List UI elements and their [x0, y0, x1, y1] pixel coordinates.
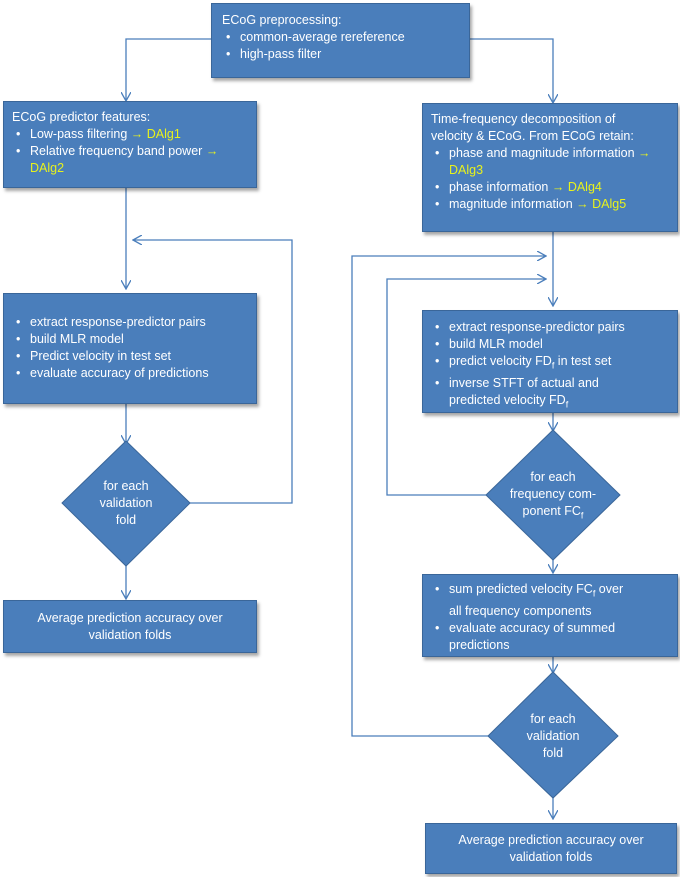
subscript: f [551, 360, 555, 371]
item-text: all frequency components [449, 603, 592, 618]
diamond-text: for each [530, 712, 576, 726]
item-text: predict velocity FD [449, 354, 552, 368]
list-item: Relative frequency band power → DAlg2 [12, 143, 248, 177]
list-item: high-pass filter [222, 46, 459, 63]
item-text: predicted velocity FD [449, 392, 566, 407]
item-text: phase and magnitude information [449, 146, 639, 160]
box-title: Time-frequency decomposition of [431, 112, 616, 126]
algorithm-tag: → DAlg5 [576, 197, 627, 211]
list-item: Low-pass filtering → DAlg1 [12, 126, 248, 143]
list-item: phase and magnitude information → DAlg3 [431, 145, 671, 179]
box-title: ECoG preprocessing: [222, 13, 342, 27]
item-text: inverse STFT of actual and [449, 375, 599, 390]
right-fold-diamond-label: for each validation fold [503, 711, 603, 762]
diamond-text: frequency com- [509, 487, 597, 501]
arrow-top-to-right [470, 38, 553, 102]
left-average-accuracy-box: Average prediction accuracy over validat… [3, 600, 257, 653]
right-mlr-process-box: extract response-predictor pairs build M… [422, 310, 678, 413]
subscript: f [592, 588, 596, 599]
box-text: Average prediction accuracy over [458, 833, 644, 847]
list-item: build MLR model [12, 331, 248, 348]
algorithm-tag: → DAlg2 [30, 144, 219, 175]
list-item: evaluate accuracy of summed predictions [431, 620, 671, 654]
left-loop-diamond-label: for each validation fold [76, 478, 176, 529]
box-title: ECoG predictor features: [12, 110, 151, 124]
list-item: magnitude information → DAlg5 [431, 196, 671, 213]
diamond-text: fold [115, 513, 137, 527]
item-text: in test set [554, 354, 612, 368]
item-text: sum predicted velocity FC [449, 582, 593, 596]
item-text: evaluate accuracy of summed [449, 620, 616, 635]
item-text: Low-pass filtering [30, 127, 131, 141]
algorithm-tag: → DAlg1 [130, 127, 181, 141]
item-text: over [595, 582, 624, 596]
list-item: Predict velocity in test set [12, 348, 248, 365]
arrow-right-fold-loop-back [351, 256, 545, 737]
arrow-top-to-left [126, 38, 211, 100]
list-item: inverse STFT of actual and predicted velo… [431, 375, 671, 414]
list-item: extract response-predictor pairs [12, 314, 248, 331]
time-frequency-decomposition-box: Time-frequency decomposition of velocity… [422, 103, 678, 232]
right-freq-diamond-label: for each frequency com- ponent FCf [493, 469, 613, 525]
list-item: predict velocity FDf in test set [431, 353, 671, 375]
list-item: common-average rereference [222, 29, 459, 46]
list-item: extract response-predictor pairs [431, 319, 671, 336]
list-item: build MLR model [431, 336, 671, 353]
diamond-text: fold [542, 746, 564, 760]
diamond-text: validation [99, 496, 153, 510]
list-item: evaluate accuracy of predictions [12, 365, 248, 382]
diamond-text: validation [526, 729, 580, 743]
arrow-right-freq-loop-back [386, 279, 545, 496]
box-text: validation folds [509, 850, 593, 864]
right-fold-diamond [487, 671, 619, 799]
left-loop-diamond [61, 440, 191, 567]
box-text: Average prediction accuracy over [37, 611, 223, 625]
right-average-accuracy-box: Average prediction accuracy over validat… [425, 823, 677, 874]
diamond-text: ponent FCf [493, 503, 613, 525]
box-text: validation folds [88, 628, 172, 642]
item-text: phase information [449, 180, 552, 194]
item-text: predictions [449, 637, 510, 652]
algorithm-tag: → DAlg4 [551, 180, 602, 194]
subscript: f [580, 510, 584, 521]
arrow-left-loop-back [134, 240, 293, 504]
box-title: velocity & ECoG. From ECoG retain: [431, 129, 634, 143]
ecog-preprocessing-box: ECoG preprocessing: common-average reref… [211, 3, 470, 78]
left-mlr-process-box: extract response-predictor pairs build M… [3, 293, 257, 404]
right-freq-diamond [485, 429, 621, 561]
diamond-text-part: ponent FC [522, 504, 581, 518]
algorithm-tag: → DAlg3 [449, 146, 651, 177]
item-text: magnitude information [449, 197, 577, 211]
list-item: phase information → DAlg4 [431, 179, 671, 196]
item-text: Relative frequency band power [30, 144, 206, 158]
diamond-text: for each [103, 479, 149, 493]
ecog-predictor-features-box: ECoG predictor features: Low-pass filter… [3, 101, 257, 188]
diamond-text: for each [530, 470, 576, 484]
subscript: f [565, 399, 569, 409]
